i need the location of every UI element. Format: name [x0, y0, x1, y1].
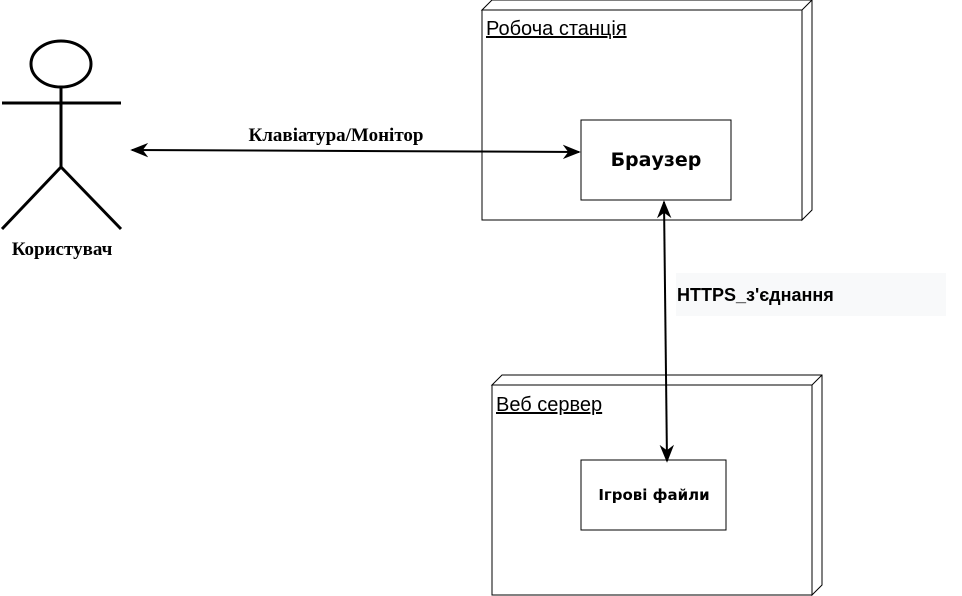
browser-label: Браузер — [611, 149, 702, 171]
keyboard-monitor-label: Клавіатура/Монітор — [249, 125, 424, 146]
actor-left-leg — [0, 165, 63, 231]
https-connection[interactable] — [656, 200, 675, 463]
game-files-component[interactable] — [580, 459, 727, 531]
browser-component[interactable] — [580, 119, 732, 201]
keyboard-monitor-connection[interactable] — [130, 142, 581, 160]
workstation-title: Робоча станція — [486, 18, 627, 40]
actor-head — [29, 39, 93, 89]
web-server-title: Веб сервер — [496, 394, 602, 416]
https-label: HTTPS_з'єднання — [677, 285, 834, 305]
actor-label: Користувач — [12, 239, 113, 260]
game-files-label: Ігрові файли — [598, 486, 709, 504]
https-label-background — [676, 273, 946, 316]
actor-right-leg — [59, 165, 123, 231]
user-actor[interactable] — [0, 39, 123, 231]
